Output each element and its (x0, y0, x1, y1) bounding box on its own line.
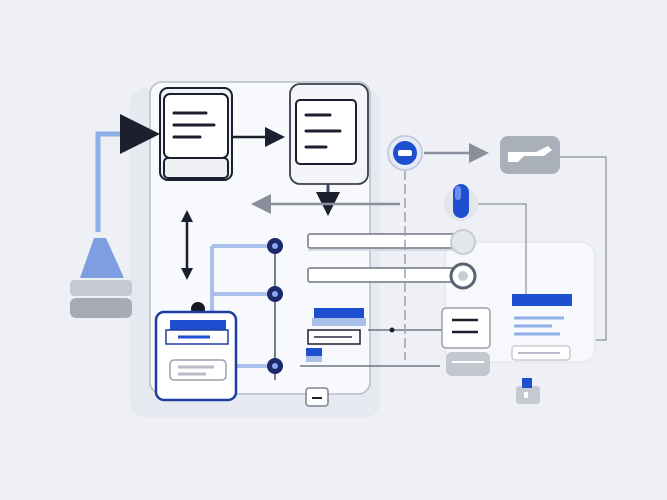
funnel-icon (70, 114, 160, 318)
document-lines-icon (172, 111, 216, 139)
mini-form[interactable] (306, 308, 366, 362)
toggle-switch-icon[interactable] (387, 135, 423, 171)
document-card-1[interactable] (159, 87, 233, 181)
document-card-2[interactable] (289, 83, 369, 185)
node-rail (210, 238, 283, 380)
list-row-1[interactable] (307, 233, 459, 249)
document-lines-icon (304, 113, 342, 149)
pill-node-icon[interactable] (444, 184, 478, 221)
tag-label-icon (305, 387, 329, 407)
list-rows (307, 233, 460, 283)
detail-panel[interactable] (511, 294, 572, 361)
tag-card[interactable] (500, 136, 560, 174)
bidirectional-arrow (181, 210, 193, 280)
list-card[interactable] (441, 307, 491, 376)
form-card[interactable] (154, 302, 238, 402)
list-row-2[interactable] (307, 267, 459, 283)
lock-icon (516, 378, 540, 404)
connector-circle-1[interactable] (450, 229, 476, 255)
